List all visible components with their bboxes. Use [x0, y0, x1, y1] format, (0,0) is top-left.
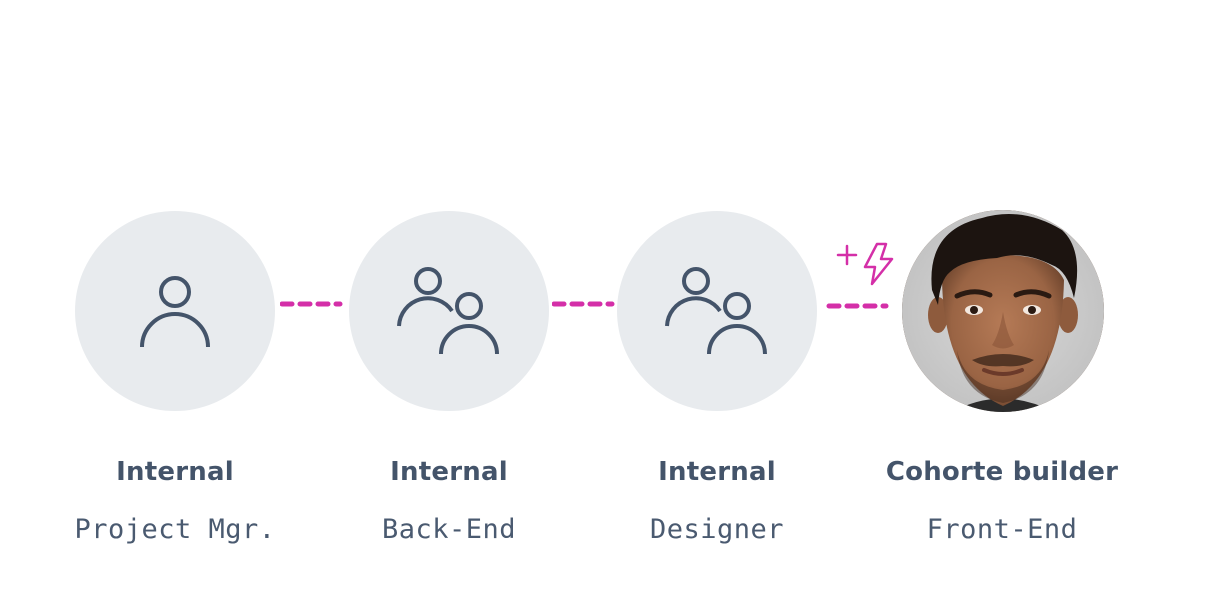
node-designer-circle	[617, 211, 817, 411]
node-role: Front-End	[926, 514, 1078, 545]
users-icon	[397, 267, 499, 355]
node-back-end-circle	[349, 211, 549, 411]
node-title: Cohorte builder	[885, 457, 1119, 487]
dashed-connector	[552, 301, 615, 307]
node-role: Designer	[649, 514, 785, 545]
boost-badge	[836, 242, 894, 286]
dashed-connector	[826, 303, 889, 309]
plus-icon	[836, 244, 858, 266]
lightning-bolt-icon	[863, 242, 894, 286]
node-front-end-label: Cohorte builder Front-End	[852, 452, 1152, 550]
person-photo	[902, 210, 1104, 412]
node-back-end-label: Internal Back-End	[299, 452, 599, 550]
node-title: Internal	[658, 457, 776, 487]
node-role: Project Mgr.	[74, 514, 276, 545]
node-designer-label: Internal Designer	[567, 452, 867, 550]
node-title: Internal	[116, 457, 234, 487]
node-title: Internal	[390, 457, 508, 487]
node-project-mgr-circle	[75, 211, 275, 411]
user-icon	[140, 276, 210, 348]
dashed-connector	[280, 301, 343, 307]
users-icon	[665, 267, 767, 355]
node-front-end-photo	[902, 210, 1104, 412]
node-role: Back-End	[381, 514, 517, 545]
node-project-mgr-label: Internal Project Mgr.	[25, 452, 325, 550]
